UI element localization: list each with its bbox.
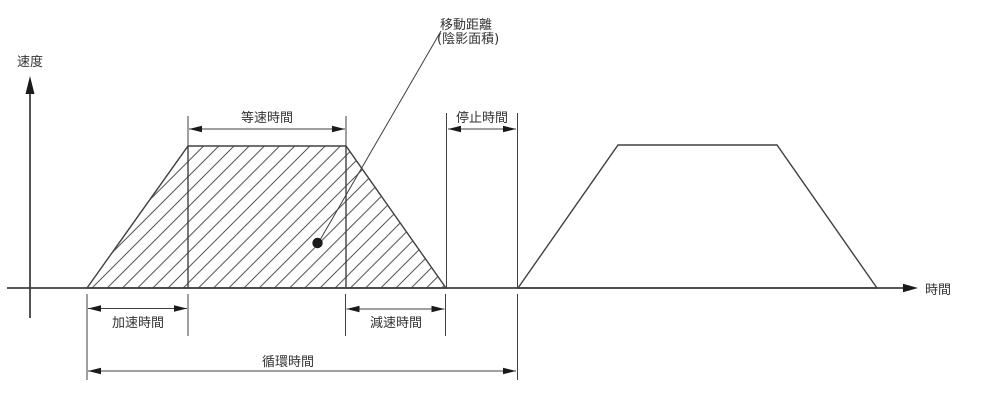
- dim-cycle-time: 循環時間: [88, 294, 518, 380]
- dim-label-accel: 加速時間: [112, 316, 164, 331]
- arrow-left-icon: [448, 125, 461, 133]
- dim-accel-time: 加速時間: [86, 294, 189, 380]
- dim-label-cycle: 循環時間: [262, 355, 314, 370]
- arrow-right-icon: [503, 367, 516, 375]
- leader-dot-icon: [312, 237, 323, 249]
- hatched-trapezoid: [85, 145, 448, 289]
- arrow-left-icon: [88, 367, 101, 375]
- dim-label-stop: 停止時間: [456, 110, 508, 126]
- arrow-right-icon: [431, 305, 445, 313]
- arrow-left-icon: [189, 125, 202, 133]
- annotation-line2: (陰影面積): [437, 32, 499, 47]
- arrow-right-icon: [174, 305, 187, 312]
- arrow-left-icon: [88, 305, 101, 312]
- leader-line: [319, 30, 442, 241]
- y-axis-label: 速度: [17, 54, 43, 70]
- arrow-right-icon: [503, 125, 516, 133]
- dim-decel-time: 減速時間: [345, 294, 446, 336]
- trapezoid-profile-2: [516, 144, 879, 289]
- dim-constant-speed-time: 等速時間: [187, 110, 347, 146]
- y-axis-arrow-icon: [25, 76, 35, 94]
- annotation-line1: 移動距離: [440, 18, 492, 33]
- move-distance-annotation: 移動距離 (陰影面積): [312, 18, 499, 249]
- dim-label-decel: 減速時間: [370, 315, 422, 331]
- x-axis-arrow-icon: [903, 283, 918, 293]
- dim-label-constant-speed: 等速時間: [241, 110, 293, 126]
- trapezoid-profile-1: [85, 145, 448, 289]
- y-axis: 速度: [17, 54, 43, 318]
- arrow-left-icon: [346, 305, 360, 313]
- x-axis-label: 時間: [925, 283, 951, 298]
- dim-stop-time: 停止時間: [446, 110, 518, 288]
- arrow-right-icon: [332, 125, 345, 133]
